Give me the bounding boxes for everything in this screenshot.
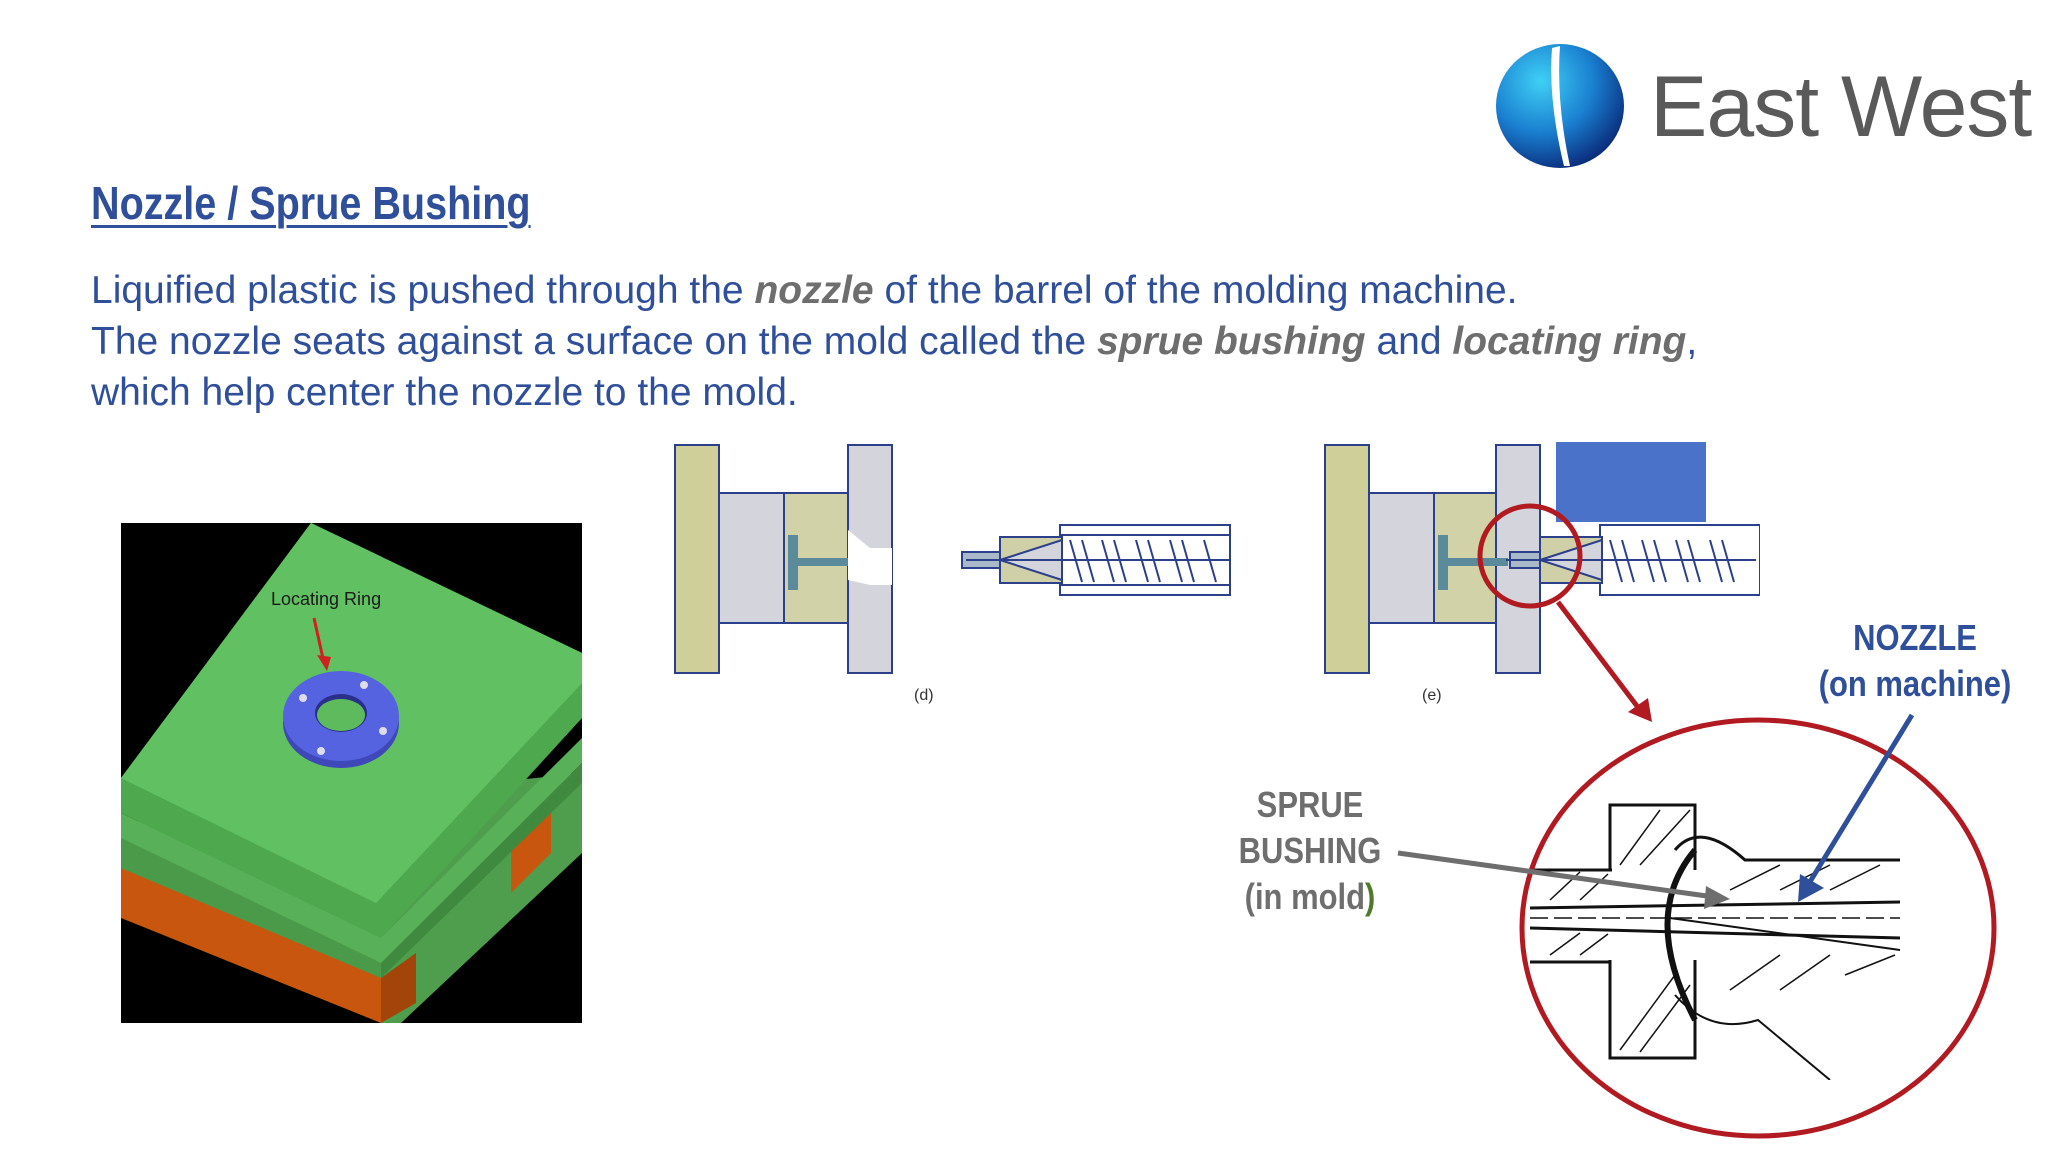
sprue-label-line3-end: )	[1365, 876, 1376, 917]
text-span: Liquified plastic is pushed through the	[91, 269, 755, 312]
locating-ring-label: Locating Ring	[271, 589, 381, 609]
sprue-label-line3: (in mold)	[1211, 874, 1409, 920]
nozzle-label-line1: NOZZLE	[1853, 617, 1977, 658]
paragraph-line-2: The nozzle seats against a surface on th…	[91, 316, 1991, 367]
logo-wordmark: East West	[1650, 59, 2032, 155]
text-span: The nozzle seats against a surface on th…	[91, 320, 1097, 363]
nozzle-arrow	[1805, 713, 1915, 887]
emphasis-sprue-bushing: sprue bushing	[1096, 320, 1366, 363]
cross-section-detail	[1529, 803, 1901, 1080]
text-span: and	[1365, 320, 1453, 363]
paragraph-line-3: which help center the nozzle to the mold…	[91, 371, 798, 414]
emphasis-nozzle: nozzle	[754, 269, 874, 312]
text-span: ,	[1686, 320, 1698, 363]
paragraph-line-1: Liquified plastic is pushed through the …	[91, 265, 1991, 316]
zoom-circle	[1519, 717, 1997, 1139]
nozzle-callout-label: NOZZLE (on machine)	[1816, 615, 2014, 707]
nozzle-label-line2: (on machine)	[1818, 663, 2012, 704]
emphasis-locating-ring: locating ring	[1452, 320, 1687, 363]
description-paragraph: Liquified plastic is pushed through the …	[91, 265, 1991, 418]
highlight-circle	[1477, 503, 1583, 609]
injection-diagram-e: (e)	[1320, 440, 1761, 710]
east-west-logo-icon	[1496, 44, 1624, 168]
caption-d: (d)	[914, 687, 934, 704]
page-title: Nozzle / Sprue Bushing	[91, 177, 531, 229]
sprue-label-line1: SPRUE	[1256, 784, 1364, 825]
caption-e: (e)	[1422, 687, 1442, 704]
text-span: of the barrel of the molding machine.	[873, 269, 1518, 312]
sprue-label-line3-main: (in mold	[1244, 876, 1366, 917]
sprue-callout-label: SPRUE BUSHING (in mold)	[1211, 782, 1409, 920]
sprue-label-line2: BUSHING	[1238, 830, 1382, 871]
mold-3d-render: Locating Ring	[121, 523, 582, 1023]
sprue-arrow	[1397, 850, 1715, 900]
east-west-logo: East West	[1490, 40, 2032, 175]
injection-diagram-d: (d)	[670, 440, 1240, 710]
